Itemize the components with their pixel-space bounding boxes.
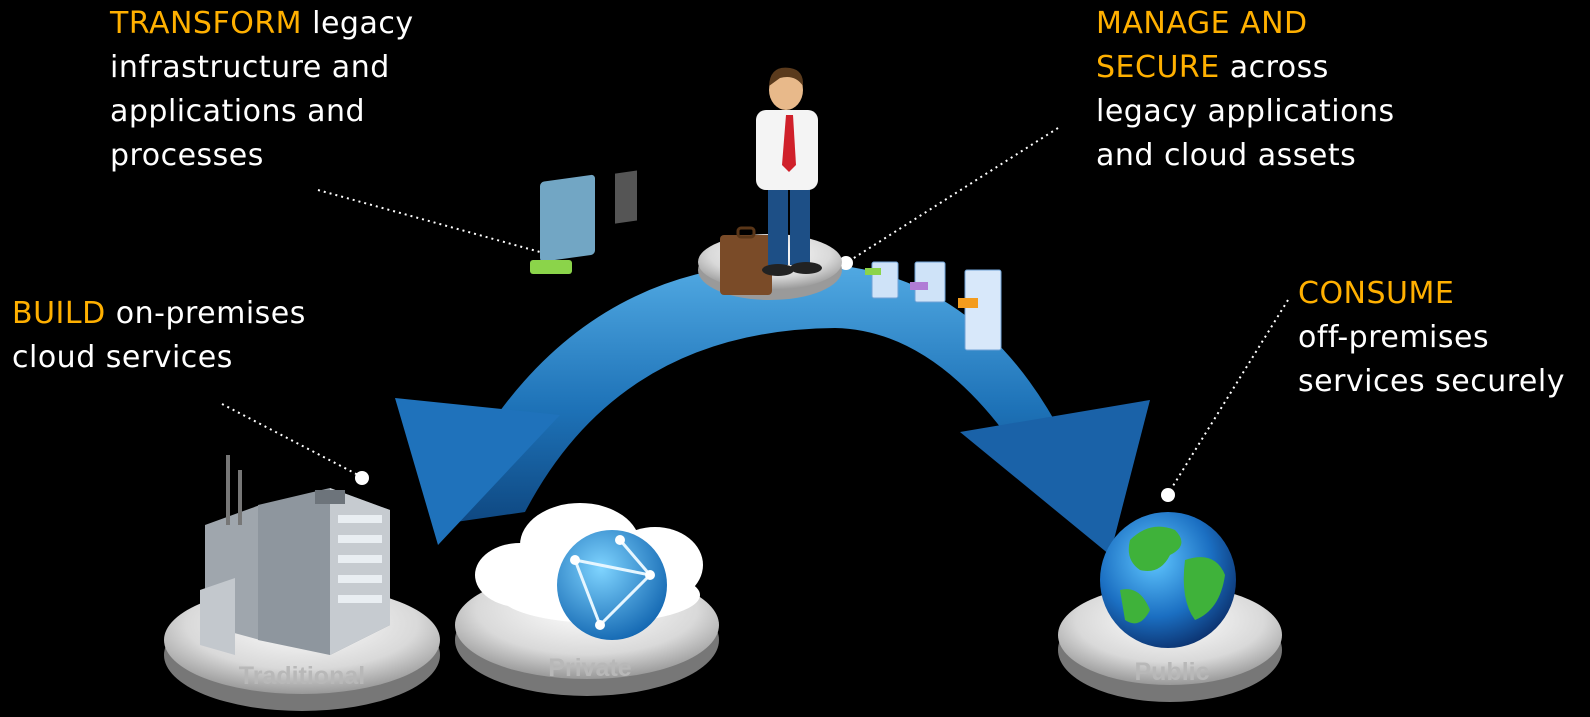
businessman-figure	[698, 67, 842, 300]
public-globe-icon	[1058, 512, 1282, 702]
data-transform-icon	[530, 170, 637, 274]
right-arrowhead	[960, 400, 1150, 555]
consume-highlight: CONSUME	[1298, 276, 1455, 311]
consume-text: off-premises services securely	[1298, 320, 1565, 399]
private-label: Private	[548, 654, 631, 682]
consume-callout: CONSUME off-premises services securely	[1298, 272, 1583, 404]
private-cloud-icon	[455, 503, 719, 696]
network-globe-icon	[557, 530, 667, 640]
leader-dots	[355, 256, 1175, 502]
build-highlight: BUILD	[12, 296, 106, 331]
transform-callout: TRANSFORM legacy infrastructure and appl…	[110, 2, 490, 178]
manage-highlight: MANAGE AND SECURE	[1096, 6, 1308, 85]
curved-arrow	[395, 262, 1150, 555]
build-text: on-premises cloud services	[12, 296, 306, 375]
document-icons	[865, 261, 1002, 351]
manage-callout: MANAGE AND SECURE across legacy applicat…	[1096, 2, 1426, 178]
transform-highlight: TRANSFORM	[110, 6, 303, 41]
traditional-label: Traditional	[239, 662, 365, 690]
left-arrowhead	[395, 398, 560, 545]
transform-text: legacy infrastructure and applications a…	[110, 6, 414, 173]
public-label: Public	[1134, 658, 1209, 686]
build-callout: BUILD on-premises cloud services	[12, 292, 342, 380]
traditional-building-icon	[164, 455, 440, 711]
leader-lines	[221, 127, 1289, 495]
manage-text: across legacy applications and cloud ass…	[1096, 50, 1395, 173]
